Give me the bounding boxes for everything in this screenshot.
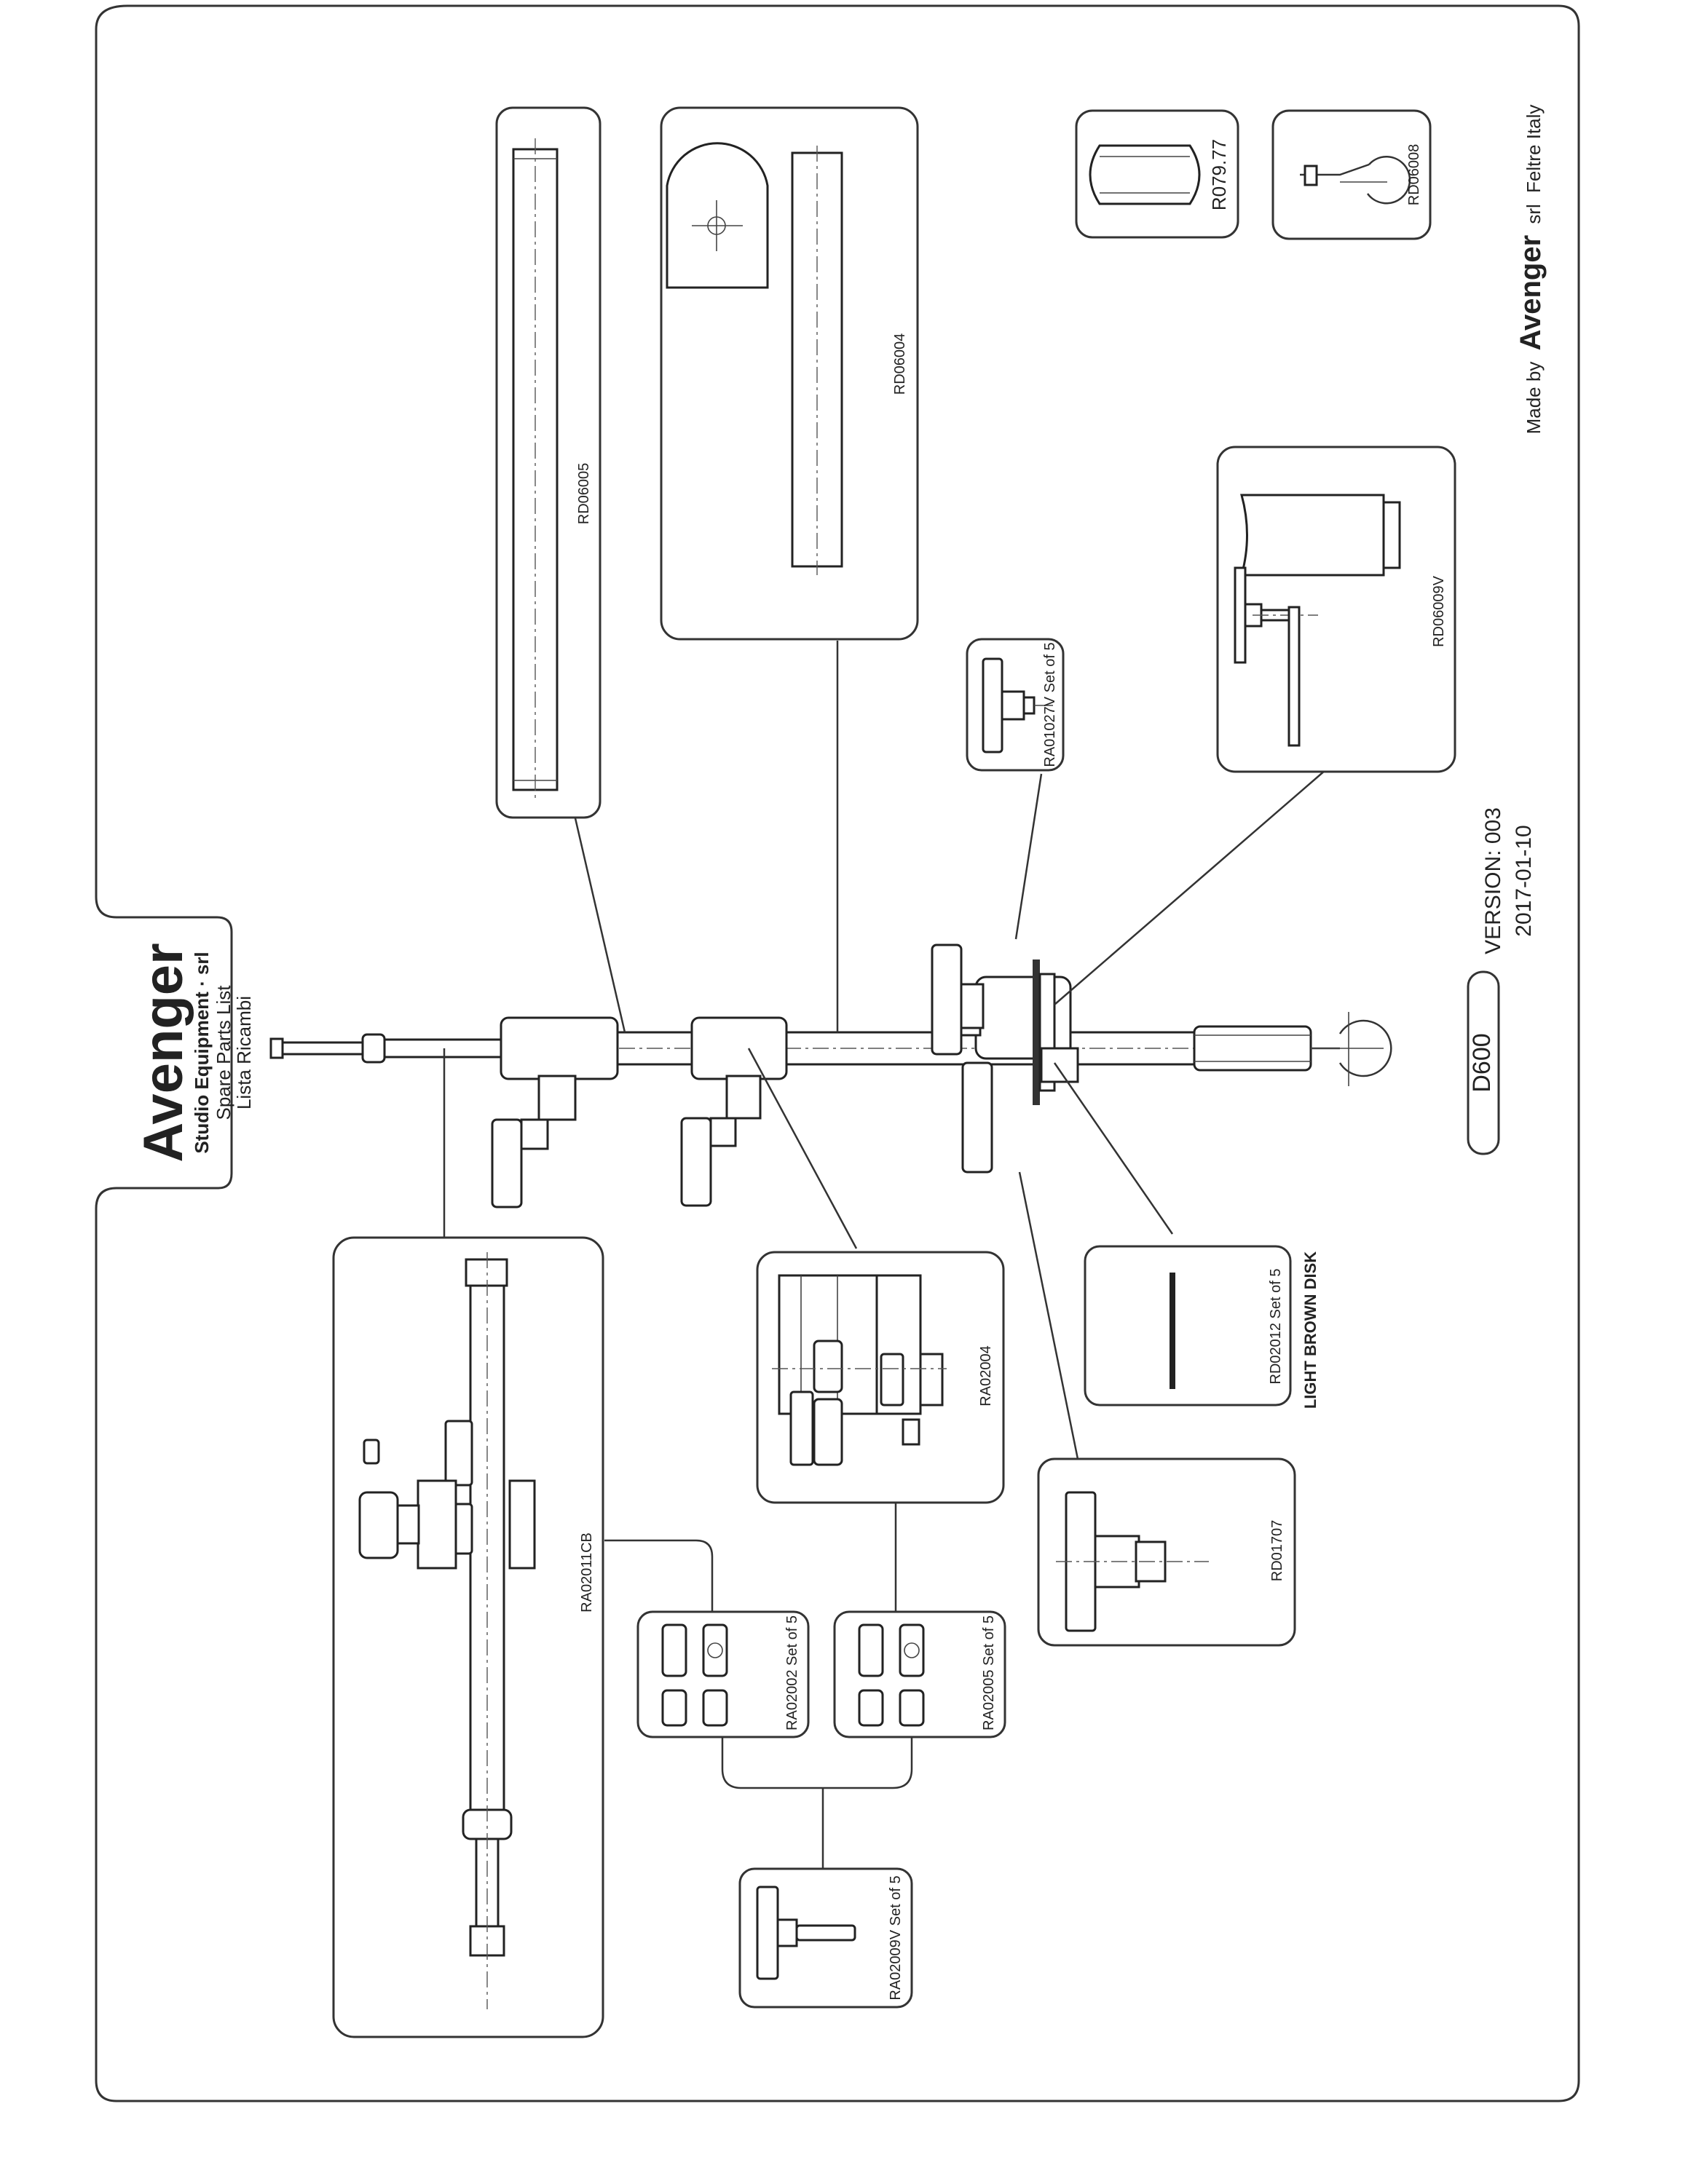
disk-note: LIGHT BROWN DISK xyxy=(1301,1251,1320,1409)
part-code: RA02002 Set of 5 xyxy=(784,1615,800,1730)
part-code: RA02005 Set of 5 xyxy=(981,1615,997,1730)
part-rd06008[interactable]: RD06008 xyxy=(1271,109,1432,240)
part-code: RD06009V xyxy=(1431,575,1447,647)
brand-sub1: Spare Parts List xyxy=(213,985,234,1120)
part-ra02002[interactable]: RA02002 Set of 5 xyxy=(636,1610,810,1738)
footer-text: Made by Avenger srl Feltre Italy xyxy=(1515,105,1547,435)
brand-name: Avenger xyxy=(133,943,194,1162)
part-ra01027v[interactable]: RA01027V Set of 5 xyxy=(966,638,1065,772)
part-code: RA01027V Set of 5 xyxy=(1042,642,1058,767)
model-badge-frame xyxy=(1467,970,1500,1155)
part-code: RD02012 Set of 5 xyxy=(1268,1269,1284,1385)
brand-tagline: Studio Equipment · srl xyxy=(191,951,213,1153)
part-code: RD06005 xyxy=(576,463,592,525)
part-ra02011cb[interactable]: RA02011CB xyxy=(332,1236,604,2038)
version-date: 2017-01-10 xyxy=(1512,825,1536,936)
part-box xyxy=(1037,1457,1296,1647)
footer-block: Made by Avenger srl Feltre Italy xyxy=(1515,105,1547,435)
part-rd02012[interactable]: RD02012 Set of 5 xyxy=(1084,1245,1292,1406)
brand-block: Avenger Studio Equipment · srl Spare Par… xyxy=(133,943,255,1162)
part-rd06005[interactable]: RD06005 xyxy=(495,106,602,819)
part-code: RA02009V Set of 5 xyxy=(888,1875,904,2000)
part-ra02004[interactable]: RA02004 xyxy=(756,1251,1005,1504)
part-code: RD06008 xyxy=(1406,144,1422,206)
part-code: RD01707 xyxy=(1269,1520,1285,1582)
part-rd06009v[interactable]: RD06009V xyxy=(1216,446,1456,773)
part-box xyxy=(332,1236,604,2038)
part-rd01707[interactable]: RD01707 xyxy=(1037,1457,1296,1647)
brand-sub2: Lista Ricambi xyxy=(233,996,255,1109)
part-box xyxy=(1084,1245,1292,1406)
part-code: RA02011CB xyxy=(579,1532,595,1613)
part-rd06004[interactable]: RD06004 xyxy=(660,106,919,641)
main-assembly xyxy=(269,943,1392,1208)
leader-lines xyxy=(443,641,1326,1869)
part-ra02005[interactable]: RA02005 Set of 5 xyxy=(833,1610,1006,1738)
model-badge: D600 xyxy=(1468,1033,1496,1092)
part-r07977[interactable]: R079.77 xyxy=(1075,109,1239,239)
part-code: R079.77 xyxy=(1208,139,1230,210)
part-code: RD06004 xyxy=(892,333,908,395)
part-code: RA02004 xyxy=(978,1345,994,1406)
part-ra02009v[interactable]: RA02009V Set of 5 xyxy=(738,1867,913,2009)
part-box xyxy=(1271,109,1432,240)
version-label: VERSION: 003 xyxy=(1481,807,1505,954)
